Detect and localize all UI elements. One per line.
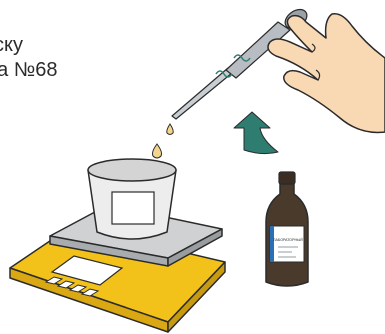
- pour-arrow: [234, 112, 278, 154]
- falling-drops: [153, 124, 174, 158]
- reagent-bottle: ЛАБОРАТОРНЫЙ: [266, 172, 308, 286]
- beaker: [88, 159, 176, 239]
- beaker-label: [112, 192, 154, 224]
- bottle-label-text: ЛАБОРАТОРНЫЙ: [273, 238, 303, 242]
